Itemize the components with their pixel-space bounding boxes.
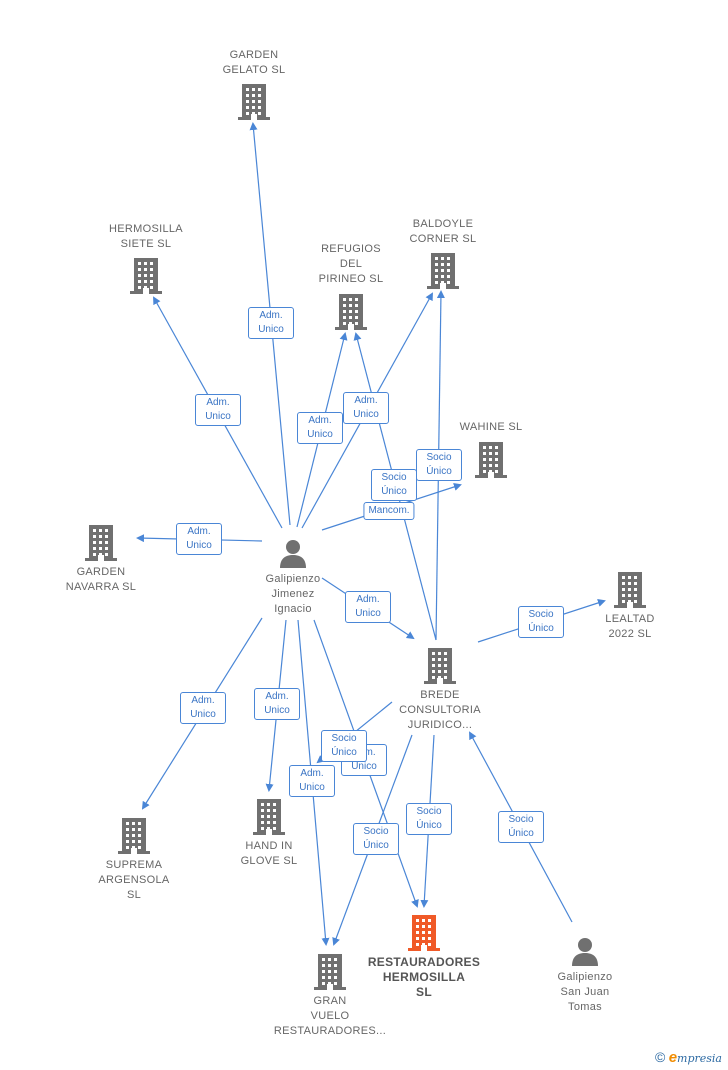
edge-label[interactable]: Adm.Unico	[195, 394, 241, 426]
person-icon	[572, 938, 598, 966]
edge-label[interactable]: Adm.Unico	[297, 412, 343, 444]
edge-label[interactable]: Adm.Unico	[176, 523, 222, 555]
node-wahine[interactable]: WAHINE SL	[456, 420, 526, 478]
edge-label[interactable]: Mancom.	[363, 502, 415, 520]
brand-initial: e	[668, 1049, 678, 1066]
building-icon	[475, 442, 507, 478]
building-icon	[314, 954, 346, 990]
edge-label[interactable]: Adm.Unico	[254, 688, 300, 720]
edge-label[interactable]: Adm.Unico	[180, 692, 226, 724]
building-icon	[427, 253, 459, 289]
copyright-icon: ©	[655, 1049, 666, 1065]
node-label: WAHINE SL	[459, 421, 523, 433]
empresia-watermark: © empresia	[655, 1049, 722, 1066]
building-icon	[130, 258, 162, 294]
edge-label[interactable]: Adm.Unico	[248, 307, 294, 339]
building-icon	[614, 572, 646, 608]
building-icon	[335, 294, 367, 330]
building-icon	[408, 915, 440, 951]
building-icon	[118, 818, 150, 854]
building-icon	[85, 525, 117, 561]
edge-label[interactable]: Adm.Unico	[345, 591, 391, 623]
brand-name: mpresia	[677, 1052, 722, 1065]
edge-label[interactable]: Adm.Unico	[343, 392, 389, 424]
building-icon	[253, 799, 285, 835]
person-icon	[280, 540, 306, 568]
edge-label[interactable]: Adm.Unico	[289, 765, 335, 797]
building-icon	[238, 84, 270, 120]
building-icon	[424, 648, 456, 684]
